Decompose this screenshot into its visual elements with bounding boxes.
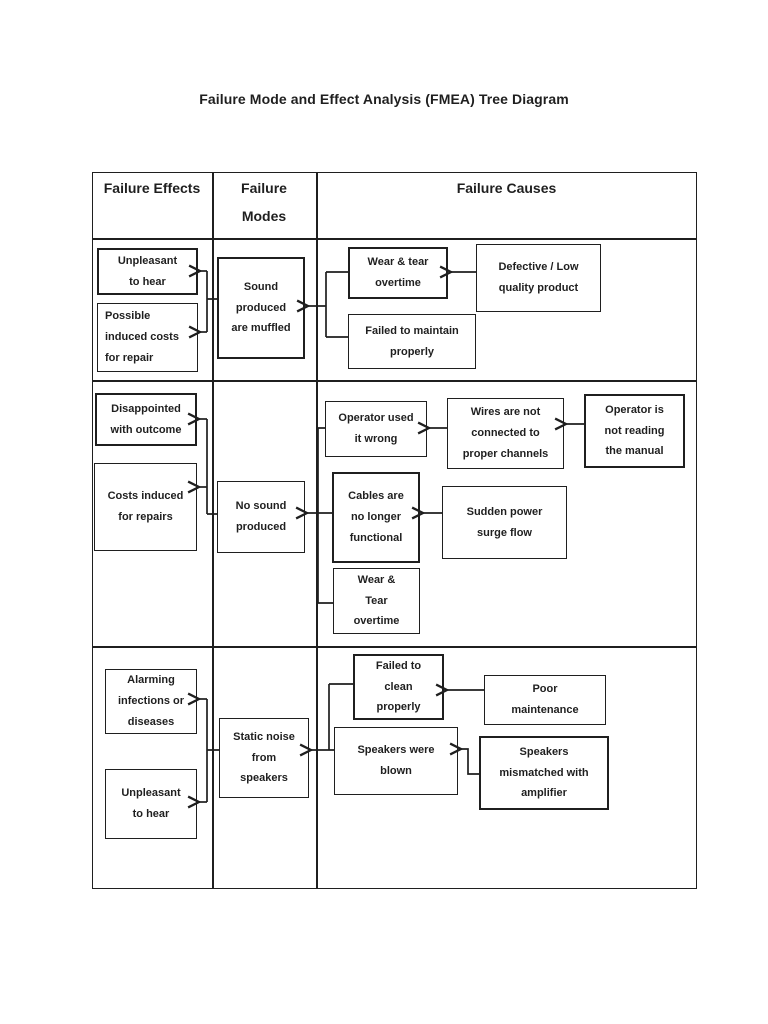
- table-border: [92, 172, 697, 889]
- header-divider: [92, 238, 697, 240]
- column-divider-2: [316, 172, 318, 889]
- box-r3-cause-clean: Failed to clean properly: [353, 654, 444, 720]
- box-r3-cause-mismatch: Speakers mismatched with amplifier: [479, 736, 609, 810]
- box-r3-mode-static-noise: Static noise from speakers: [219, 718, 309, 798]
- box-r1-mode-muffled: Sound produced are muffled: [217, 257, 305, 359]
- box-r2-cause-manual: Operator is not reading the manual: [584, 394, 685, 468]
- column-divider-1: [212, 172, 214, 889]
- header-failure-modes: Failure Modes: [241, 180, 287, 224]
- box-r2-cause-operator-wrong: Operator used it wrong: [325, 401, 427, 457]
- box-r2-cause-surge: Sudden power surge flow: [442, 486, 567, 559]
- header-failure-effects: Failure Effects: [103, 180, 201, 196]
- box-r1-cause-wear-tear: Wear & tear overtime: [348, 247, 448, 299]
- box-r2-cause-cables: Cables are no longer functional: [332, 472, 420, 563]
- box-r1-cause-maintain: Failed to maintain properly: [348, 314, 476, 369]
- box-r3-cause-blown: Speakers were blown: [334, 727, 458, 795]
- row-divider-1: [92, 380, 697, 382]
- box-r2-mode-no-sound: No sound produced: [217, 481, 305, 553]
- box-r3-effect-unpleasant: Unpleasant to hear: [105, 769, 197, 839]
- box-r2-cause-wear-tear: Wear & Tear overtime: [333, 568, 420, 634]
- box-r3-effect-infections: Alarming infections or diseases: [105, 669, 197, 734]
- box-r3-cause-poor-maintenance: Poor maintenance: [484, 675, 606, 725]
- box-r2-effect-disappointed: Disappointed with outcome: [95, 393, 197, 446]
- row-divider-2: [92, 646, 697, 648]
- box-r1-effect-costs: Possible induced costs for repair: [97, 303, 198, 372]
- box-r2-cause-wires: Wires are not connected to proper channe…: [447, 398, 564, 469]
- box-r1-effect-unpleasant: Unpleasant to hear: [97, 248, 198, 295]
- header-failure-causes: Failure Causes: [456, 180, 557, 196]
- box-r2-effect-costs: Costs induced for repairs: [94, 463, 197, 551]
- page-title: Failure Mode and Effect Analysis (FMEA) …: [199, 91, 569, 107]
- box-r1-cause-defective: Defective / Low quality product: [476, 244, 601, 312]
